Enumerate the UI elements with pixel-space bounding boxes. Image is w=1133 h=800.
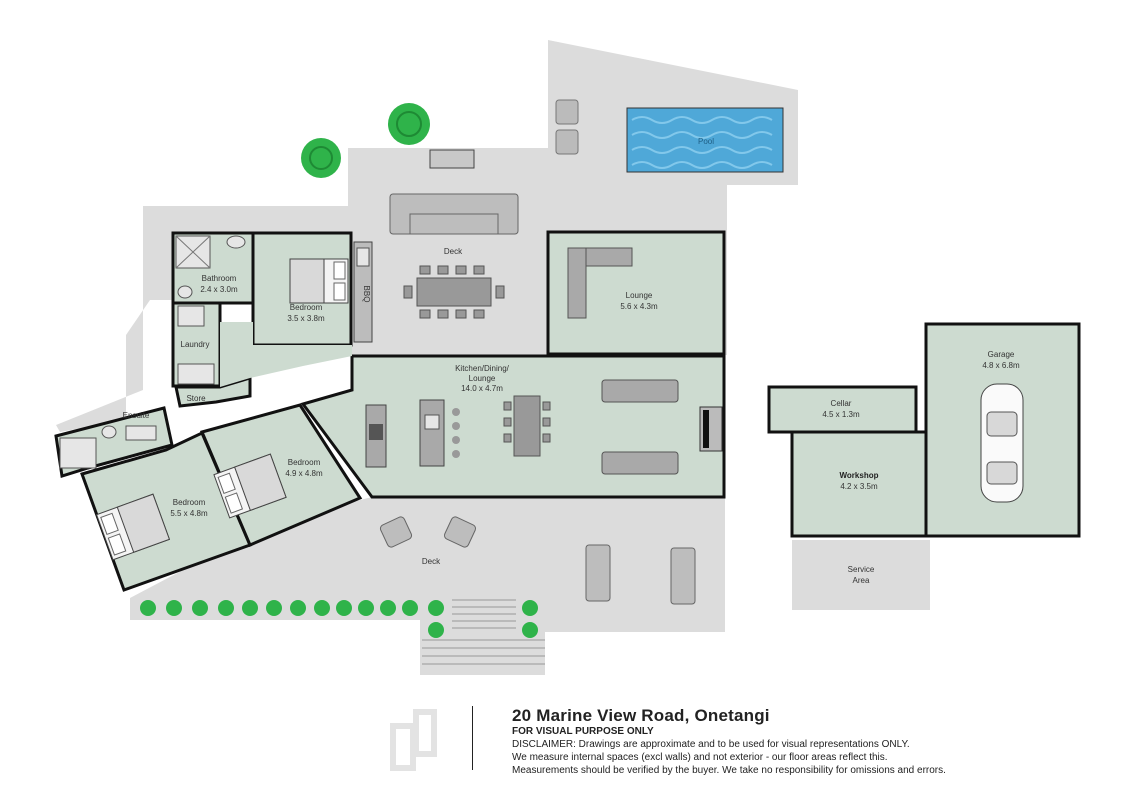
washer-icon (177, 305, 205, 327)
bed-icon (213, 453, 287, 519)
bathroom-label: Bathroom (202, 274, 237, 283)
steps (422, 599, 545, 665)
lounge-sofa-icon (601, 379, 679, 475)
disclaimer-line-1: DISCLAIMER: Drawings are approximate and… (512, 739, 910, 750)
lounge-dims: 5.6 x 4.3m (620, 302, 658, 311)
pool-label: Pool (698, 137, 714, 146)
deck-bottom-label: Deck (422, 557, 441, 566)
toilet-icon (177, 285, 193, 299)
ensuite-toilet-icon (101, 425, 117, 439)
deck-top-label: Deck (444, 247, 463, 256)
hallway (220, 322, 352, 387)
dining-table-icon (503, 395, 551, 457)
store-label: Store (186, 394, 206, 403)
tree-icon (388, 103, 430, 145)
car-icon (980, 383, 1024, 503)
west-grey-yard (56, 206, 348, 432)
kitchen-dims: 14.0 x 4.7m (461, 384, 503, 393)
ensuite-shower-icon (59, 437, 97, 469)
bar-stool-icon (452, 408, 460, 458)
bed-icon (95, 493, 171, 561)
cellar-dims: 4.5 x 1.3m (822, 410, 860, 419)
bedroom-2-dims: 5.5 x 4.8m (170, 509, 208, 518)
footer-text: 20 Marine View Road, Onetangi FOR VISUAL… (512, 706, 946, 777)
kitchen-island (419, 399, 445, 467)
pool-lounger-icon (555, 99, 579, 125)
armchair-icon (379, 516, 477, 548)
bbq-label: BBQ (362, 286, 371, 303)
laundry-label: Laundry (181, 340, 210, 349)
bed-icon (289, 258, 349, 304)
garage-label: Garage (988, 350, 1015, 359)
sink-icon (356, 247, 370, 267)
service-label-2: Area (853, 576, 870, 585)
footer-divider (472, 706, 473, 770)
visual-purpose-note: FOR VISUAL PURPOSE ONLY (512, 726, 654, 737)
outdoor-sofa-icon (585, 544, 696, 605)
bbq-bench (353, 241, 373, 343)
workshop-label: Workshop (840, 471, 879, 480)
dryer-icon (177, 363, 215, 385)
ensuite-label: Ensuite (123, 411, 150, 420)
bedroom-3-dims: 4.9 x 4.8m (285, 469, 323, 478)
disclaimer-line-2: We measure internal spaces (excl walls) … (512, 752, 888, 763)
cellar-label: Cellar (831, 399, 852, 408)
kitchen-label-2: Lounge (469, 374, 496, 383)
lounge-sofa-icon (567, 247, 633, 319)
lounge-label: Lounge (626, 291, 653, 300)
workshop-room (790, 430, 928, 538)
bedroom-1-dims: 3.5 x 3.8m (287, 314, 325, 323)
outdoor-fireplace (429, 149, 475, 169)
basin-icon (226, 235, 246, 249)
ensuite-vanity-icon (125, 425, 157, 441)
cellar-room (767, 385, 918, 434)
footer: 20 Marine View Road, Onetangi FOR VISUAL… (380, 700, 1120, 790)
bedroom-3-label: Bedroom (288, 458, 321, 467)
island-sink-icon (424, 414, 440, 430)
tree-icon (301, 138, 341, 178)
deck-bottom-area (130, 497, 725, 675)
outdoor-sofa-icon (389, 193, 519, 235)
company-logo-icon (390, 709, 437, 771)
property-address: 20 Marine View Road, Onetangi (512, 706, 770, 725)
workshop-dims: 4.2 x 3.5m (840, 482, 878, 491)
cooktop-icon (369, 424, 383, 440)
bathroom-dims: 2.4 x 3.0m (200, 285, 238, 294)
pool-ripples (631, 116, 773, 169)
disclaimer-line-3: Measurements should be verified by the b… (512, 765, 946, 776)
garage-dims: 4.8 x 6.8m (982, 361, 1020, 370)
hedge-plants (140, 600, 538, 638)
bedroom-2-label: Bedroom (173, 498, 206, 507)
kitchen-label-1: Kitchen/Dining/ (455, 364, 510, 373)
service-area-block (792, 540, 930, 610)
dining-table-icon (403, 265, 505, 319)
service-label-1: Service (848, 565, 875, 574)
bedroom-1-label: Bedroom (290, 303, 323, 312)
pool-lounger-icon (555, 129, 579, 155)
